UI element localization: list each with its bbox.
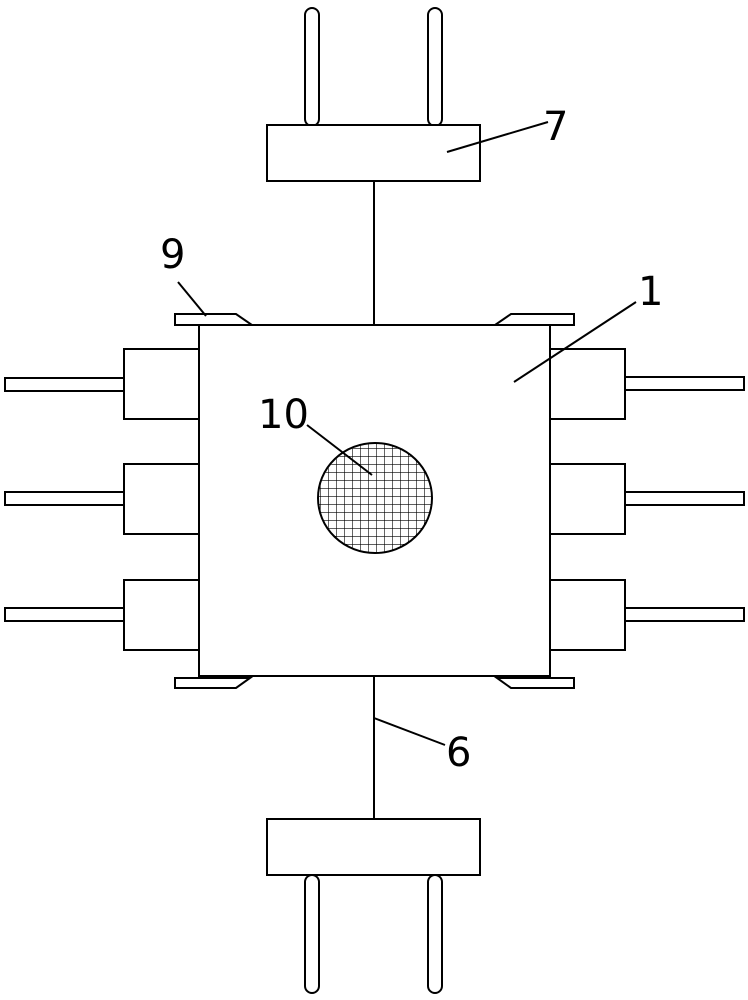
label-1: 1: [638, 269, 663, 315]
leader-7: [446, 121, 549, 153]
right-blocks: [548, 348, 626, 651]
left-rods: [4, 377, 126, 622]
label-10: 10: [258, 392, 309, 438]
bottom-prongs: [304, 874, 443, 994]
top-prongs: [304, 7, 443, 127]
mesh-window: [317, 442, 433, 554]
label-7: 7: [543, 104, 568, 150]
leader-lines: [177, 121, 637, 746]
leader-10: [306, 424, 373, 476]
leader-6: [373, 717, 446, 746]
bottom-block: [266, 818, 481, 876]
label-9: 9: [160, 232, 185, 278]
top-block: [266, 124, 481, 182]
leader-1: [513, 301, 637, 383]
right-rods: [623, 376, 745, 622]
label-6: 6: [446, 730, 471, 776]
left-blocks: [123, 348, 201, 651]
corner-brackets: [174, 313, 575, 689]
leader-9: [177, 281, 207, 317]
